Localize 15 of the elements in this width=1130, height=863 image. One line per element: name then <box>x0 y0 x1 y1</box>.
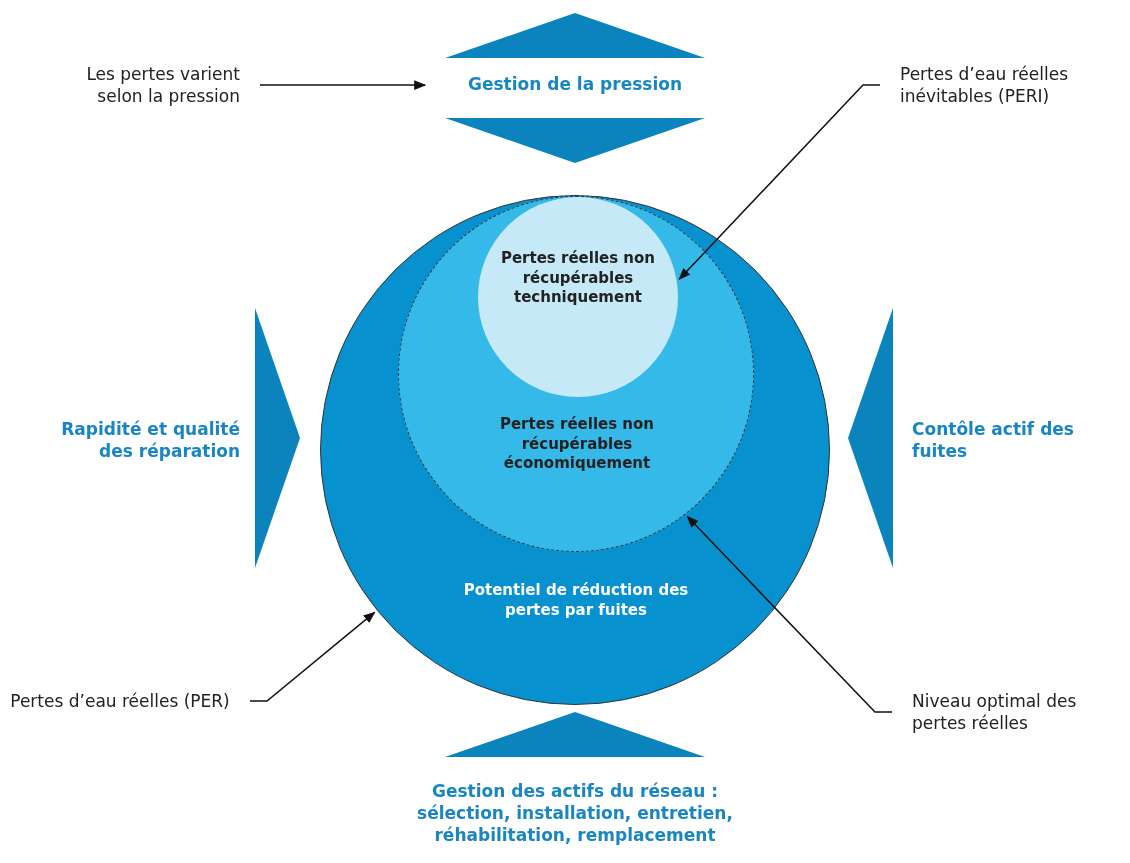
circle-label: Pertes réelles non récupérables techniquement <box>499 249 657 308</box>
arrow <box>686 515 893 713</box>
callout-text: Pertes d’eau réelles inévitables (PERI) <box>900 63 1070 108</box>
callout-text: Pertes d’eau réelles (PER) <box>10 690 230 713</box>
measure-label: Gestion des actifs du réseau : sélection, installation, entretien, réhabilitation, remplacement <box>416 780 734 847</box>
arrow <box>259 80 427 90</box>
measure-label: Gestion de la pression <box>467 73 683 96</box>
measure-label: Rapidité et qualité des réparation <box>60 418 240 463</box>
measure-label: Contôle actif des fuites <box>912 418 1075 463</box>
callout-text: Niveau optimal des pertes réelles <box>912 690 1078 735</box>
callout-text: Les pertes varient selon la pression <box>85 63 240 108</box>
arrow <box>678 84 881 280</box>
circle-label: Potentiel de réduction des pertes par fuites <box>462 581 690 620</box>
arrow <box>249 611 376 702</box>
circle-label: Pertes réelles non récupérables économiquement <box>498 415 656 474</box>
